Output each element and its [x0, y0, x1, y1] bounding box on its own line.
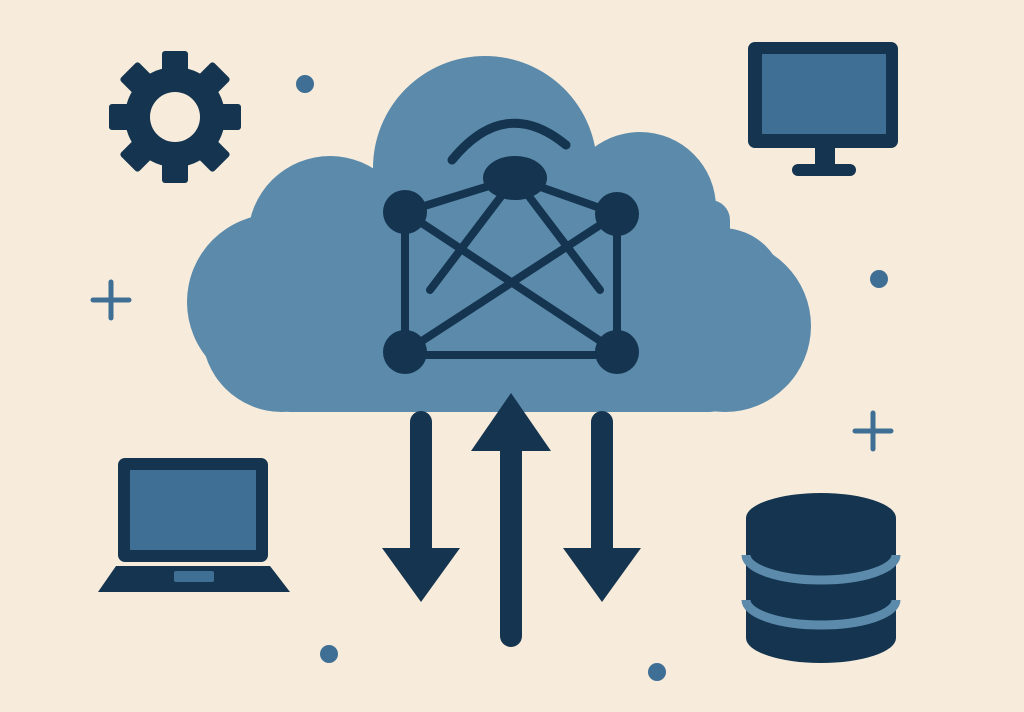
laptop-icon: [98, 458, 290, 592]
arrow-down-icon: [563, 411, 641, 602]
arrow-down-icon: [382, 411, 460, 602]
dot-icon: [648, 663, 666, 681]
wifi-arc-icon: [447, 118, 571, 165]
plus-icon: [90, 279, 132, 321]
dot-icon: [870, 270, 888, 288]
gear-icon: [109, 51, 241, 183]
arrow-up-icon: [471, 393, 551, 647]
dot-icon: [296, 75, 314, 93]
database-icon: [741, 493, 901, 663]
monitor-icon: [748, 42, 898, 176]
plus-icon: [852, 410, 894, 452]
network-icon: [383, 156, 639, 374]
dot-icon: [320, 645, 338, 663]
